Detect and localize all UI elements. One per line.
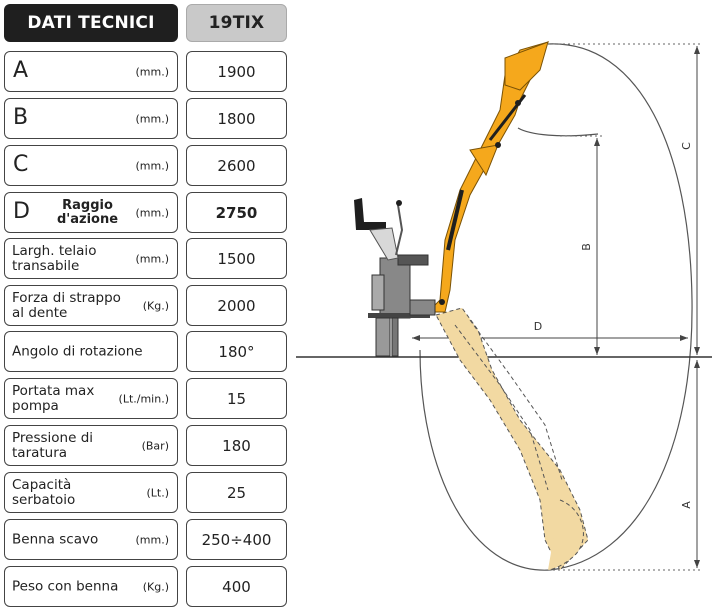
arm-raised-position <box>426 41 549 313</box>
arrow-c-top <box>694 46 700 54</box>
spec-unit: (mm.) <box>135 65 169 78</box>
dimension-a-label: A <box>680 501 693 509</box>
spec-row-label-tank-capacity: Capacità serbatoio (Lt.) <box>4 472 178 513</box>
spec-letter: C <box>13 152 29 177</box>
spec-row-label-pump-flow: Portata max pompa (Lt./min.) <box>4 378 178 419</box>
spec-value-a: 1900 <box>186 51 287 92</box>
spec-value-pump-flow: 15 <box>186 378 287 419</box>
spec-name: Capacità serbatoio <box>12 476 76 508</box>
spec-value-bucket: 250÷400 <box>186 519 287 560</box>
spec-value-rotation-angle: 180° <box>186 331 287 372</box>
spec-unit: (Kg.) <box>142 580 169 593</box>
spec-letter: B <box>13 105 29 130</box>
spec-unit: (Kg.) <box>142 299 169 312</box>
spec-unit: (mm.) <box>135 252 169 265</box>
spec-row-label-breakout-force: Forza di strappo al dente (Kg.) <box>4 285 178 326</box>
spec-name: Portata max pompa <box>12 382 95 414</box>
spec-row-label-a: A (mm.) <box>4 51 178 92</box>
arrow-d-left <box>412 335 420 341</box>
spec-unit: (mm.) <box>135 112 169 125</box>
arm-lowered-position <box>435 307 589 571</box>
spec-name: Forza di strappo al dente <box>12 289 121 321</box>
dimension-c-label: C <box>680 142 693 150</box>
spec-row-label-rotation-angle: Angolo di rotazione <box>4 331 178 372</box>
spec-value-frame-width: 1500 <box>186 238 287 279</box>
arrow-d-right <box>680 335 688 341</box>
spec-row-label-pressure: Pressione di taratura (Bar) <box>4 425 178 466</box>
spec-unit: (Lt./min.) <box>118 392 169 405</box>
spec-name: Raggio d'azione <box>56 197 119 227</box>
spec-row-label-weight: Peso con benna (Kg.) <box>4 566 178 607</box>
spec-row-label-bucket: Benna scavo (mm.) <box>4 519 178 560</box>
spec-unit: (mm.) <box>135 159 169 172</box>
spec-row-label-b: B (mm.) <box>4 98 178 139</box>
machine-base <box>368 254 436 357</box>
arrow-a-top <box>694 360 700 368</box>
spec-row-label-d: D Raggio d'azione (mm.) <box>4 192 178 233</box>
dimension-b-label: B <box>580 243 593 251</box>
spec-value-breakout-force: 2000 <box>186 285 287 326</box>
dimension-d-label: D <box>534 320 542 333</box>
table-header-title: DATI TECNICI <box>4 4 178 42</box>
table-header-model: 19TIX <box>186 4 287 42</box>
spec-name: Benna scavo <box>12 531 99 547</box>
reach-envelope-inner <box>517 127 599 137</box>
spec-value-weight: 400 <box>186 566 287 607</box>
spec-unit: (mm.) <box>135 533 169 546</box>
spec-name: Peso con benna <box>12 578 119 594</box>
arrow-a-bottom <box>694 560 700 568</box>
spec-unit: (Lt.) <box>146 486 169 499</box>
arrow-b-bottom <box>594 347 600 355</box>
spec-unit: (Bar) <box>141 439 169 452</box>
spec-row-label-frame-width: Largh. telaio transabile (mm.) <box>4 238 178 279</box>
arrow-b-top <box>594 138 600 146</box>
spec-name: Angolo di rotazione <box>12 343 143 359</box>
spec-name: Largh. telaio transabile <box>12 242 97 274</box>
spec-letter: A <box>13 58 29 83</box>
spec-letter: D <box>13 199 30 224</box>
spec-value-tank-capacity: 25 <box>186 472 287 513</box>
spec-name: Pressione di taratura <box>12 429 94 461</box>
spec-value-c: 2600 <box>186 145 287 186</box>
spec-value-d: 2750 <box>186 192 287 233</box>
spec-value-pressure: 180 <box>186 425 287 466</box>
arrow-c-bottom <box>694 347 700 355</box>
reach-envelope <box>419 43 693 571</box>
spec-value-b: 1800 <box>186 98 287 139</box>
spec-unit: (mm.) <box>135 206 169 219</box>
spec-row-label-c: C (mm.) <box>4 145 178 186</box>
operator-seat <box>354 198 404 261</box>
